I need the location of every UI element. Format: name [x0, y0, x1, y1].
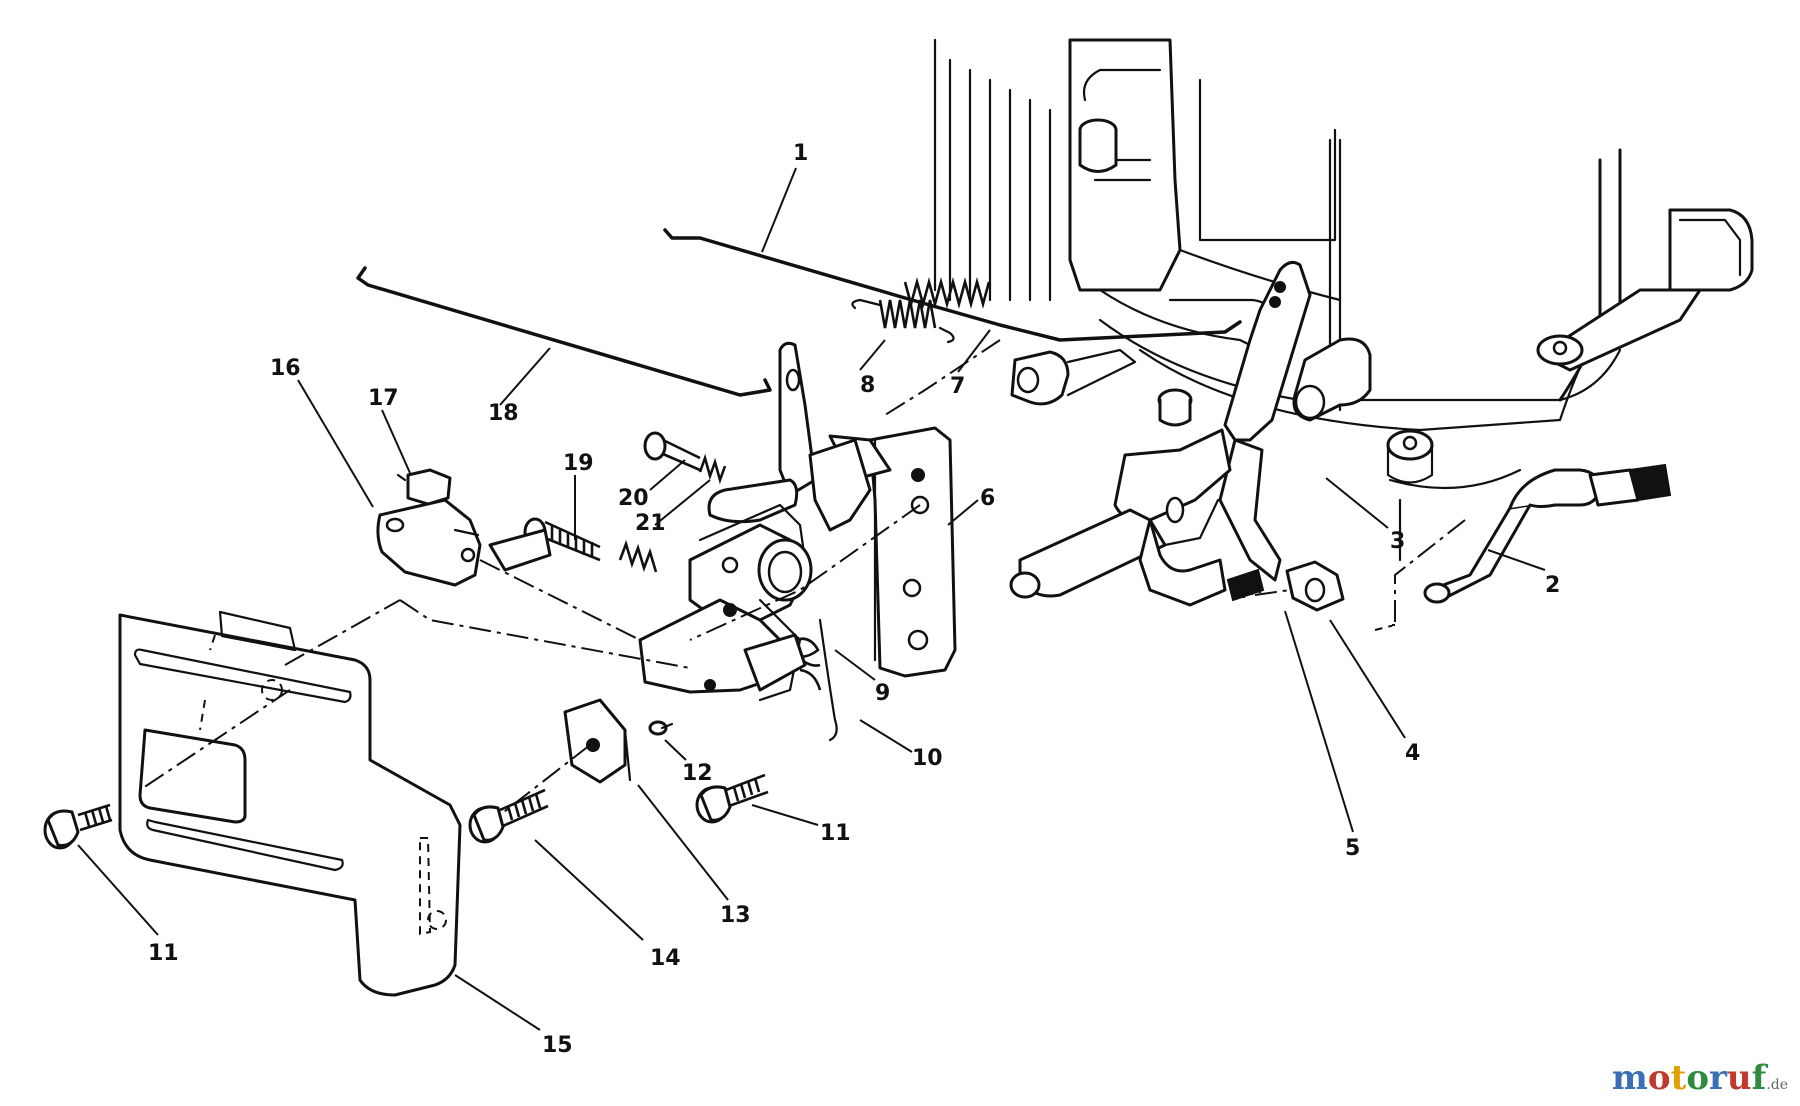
part-11-bolt-left: [43, 803, 113, 850]
callout-13: 13: [720, 903, 751, 928]
part-2-control-lever: [1423, 463, 1672, 604]
watermark-suffix: .de: [1766, 1077, 1788, 1093]
callout-20: 20: [618, 486, 649, 511]
watermark-logo: motoruf.de: [1612, 1058, 1788, 1098]
part-21-spring: [618, 453, 727, 573]
part-11-bolt-right: [695, 773, 769, 824]
watermark-letter: t: [1670, 1058, 1687, 1098]
watermark-letter: o: [1647, 1058, 1671, 1098]
part-15-cover-plate: [118, 610, 462, 997]
part-18-rod: [356, 266, 772, 397]
part-4-hex-nut: [1226, 560, 1345, 612]
callout-12: 12: [682, 761, 713, 786]
watermark-letter: u: [1726, 1058, 1752, 1098]
callout-11-right: 11: [820, 821, 851, 846]
part-5-governor-lever: [1009, 260, 1312, 607]
callout-16: 16: [270, 356, 301, 381]
callout-8: 8: [860, 373, 875, 398]
callout-18: 18: [488, 401, 519, 426]
part-3-spacer: [1292, 337, 1372, 422]
alignment-lines: [139, 339, 1466, 816]
callout-11-left: 11: [148, 941, 179, 966]
part-1-governor-rod: [663, 228, 1242, 342]
callout-19: 19: [563, 451, 594, 476]
callout-15: 15: [542, 1033, 573, 1058]
part-13-clamp: [563, 698, 632, 784]
callout-2: 2: [1545, 573, 1560, 598]
watermark-text: motoruf: [1612, 1058, 1766, 1098]
callout-21: 21: [635, 511, 666, 536]
callout-6: 6: [980, 486, 995, 511]
engine-block: [933, 38, 1754, 562]
part-12-screw: [648, 720, 674, 736]
callout-4: 4: [1405, 741, 1420, 766]
callout-1: 1: [793, 141, 808, 166]
callout-3: 3: [1390, 529, 1405, 554]
callout-17: 17: [368, 386, 399, 411]
link-block: [488, 528, 552, 572]
part-17-clip: [396, 468, 452, 506]
callout-5: 5: [1345, 836, 1360, 861]
callout-9: 9: [875, 681, 890, 706]
part-7-link: [1010, 348, 1137, 406]
watermark-letter: f: [1751, 1058, 1767, 1098]
part-14-bolt: [468, 788, 549, 844]
watermark-letter: r: [1709, 1058, 1727, 1098]
control-bracket-assembly: [638, 341, 872, 742]
watermark-letter: m: [1611, 1058, 1648, 1098]
callout-7: 7: [950, 374, 965, 399]
part-16-swivel-plate: [376, 498, 482, 587]
watermark-letter: o: [1686, 1058, 1709, 1098]
part-8-spring: [851, 298, 955, 344]
callout-14: 14: [650, 946, 681, 971]
leader-lines: [77, 167, 1546, 1031]
callout-10: 10: [912, 746, 943, 771]
callouts: 1 2 3 4 5 6 7 8 9 10 11 11 12 13 14 15 1…: [148, 141, 1560, 1058]
part-20-screw: [643, 431, 701, 472]
